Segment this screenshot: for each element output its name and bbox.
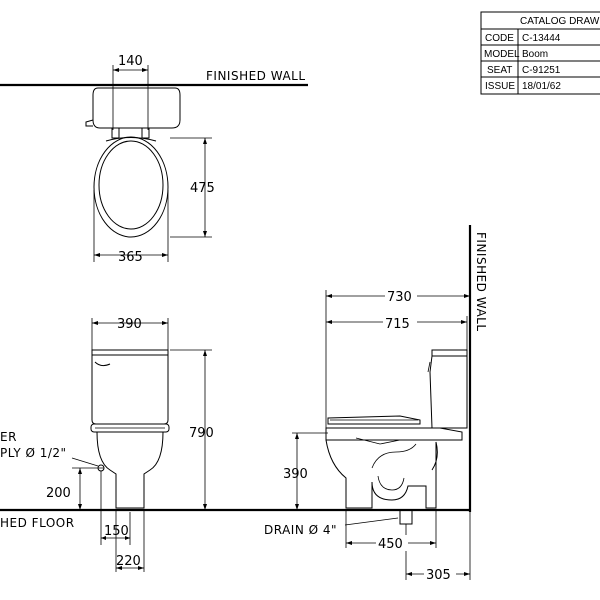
dim-plan-365: 365 <box>118 250 143 265</box>
dim-front-390: 390 <box>117 317 142 332</box>
dim-side-730: 730 <box>387 290 412 305</box>
title-row-model-key: MODEL <box>484 49 520 60</box>
dim-side-305: 305 <box>426 568 451 583</box>
side-tank-body <box>429 355 468 429</box>
side-bowl <box>325 439 438 509</box>
dim-front-790: 790 <box>189 426 214 441</box>
plan-hinge-right <box>141 127 150 139</box>
side-seat-lid <box>327 415 421 425</box>
dim-plan-140: 140 <box>118 54 143 69</box>
dim-side-715: 715 <box>385 317 410 332</box>
dim-front-150: 150 <box>104 524 129 539</box>
front-tank-lid <box>91 349 169 356</box>
plan-seat-inner <box>98 140 164 230</box>
finished-floor-label: HED FLOOR <box>0 516 75 530</box>
title-row-issue-key: ISSUE <box>485 81 515 92</box>
plan-view: FINISHED WALL 140 475 365 <box>0 54 308 265</box>
supply-label-line1: ER <box>0 430 17 444</box>
front-view: HED FLOOR 390 790 ER PLY Ø 1/2" 200 150 <box>0 317 470 572</box>
title-row-code-key: CODE <box>485 33 514 44</box>
plan-hinge-left <box>111 127 120 139</box>
dim-plan-475: 475 <box>190 181 215 196</box>
dim-side-390: 390 <box>283 467 308 482</box>
plan-seat-outer <box>93 136 169 238</box>
side-seat <box>325 427 463 441</box>
supply-label-line2: PLY Ø 1/2" <box>0 446 67 460</box>
finished-wall-label-side: FINISHED WALL <box>474 232 488 332</box>
title-row-issue-value: 18/01/62 <box>522 81 561 92</box>
side-drain <box>399 509 413 525</box>
finished-wall-label-top: FINISHED WALL <box>206 69 306 83</box>
front-bowl <box>96 431 164 509</box>
dim-front-200: 200 <box>46 486 71 501</box>
plan-seat-back <box>105 137 157 142</box>
title-row-seat-key: SEAT <box>487 65 512 76</box>
title-block: CATALOG DRAWING CODE C-13444 MODEL Boom … <box>480 11 600 95</box>
plan-tank <box>92 87 181 129</box>
title-row-seat-value: C-91251 <box>522 65 561 76</box>
title-row-code-value: C-13444 <box>522 33 561 44</box>
title-row-model-value: Boom <box>522 49 548 60</box>
side-view: FINISHED WALL 730 715 <box>264 225 488 583</box>
drain-label: DRAIN Ø 4" <box>264 523 337 537</box>
title-block-heading: CATALOG DRAWING <box>520 16 600 27</box>
front-seat <box>90 423 170 433</box>
dim-front-220: 220 <box>116 554 141 569</box>
dim-side-450: 450 <box>378 537 403 552</box>
side-tank-lid <box>431 349 468 357</box>
front-flush-lever <box>94 361 111 367</box>
plan-flush-lever <box>85 119 94 127</box>
